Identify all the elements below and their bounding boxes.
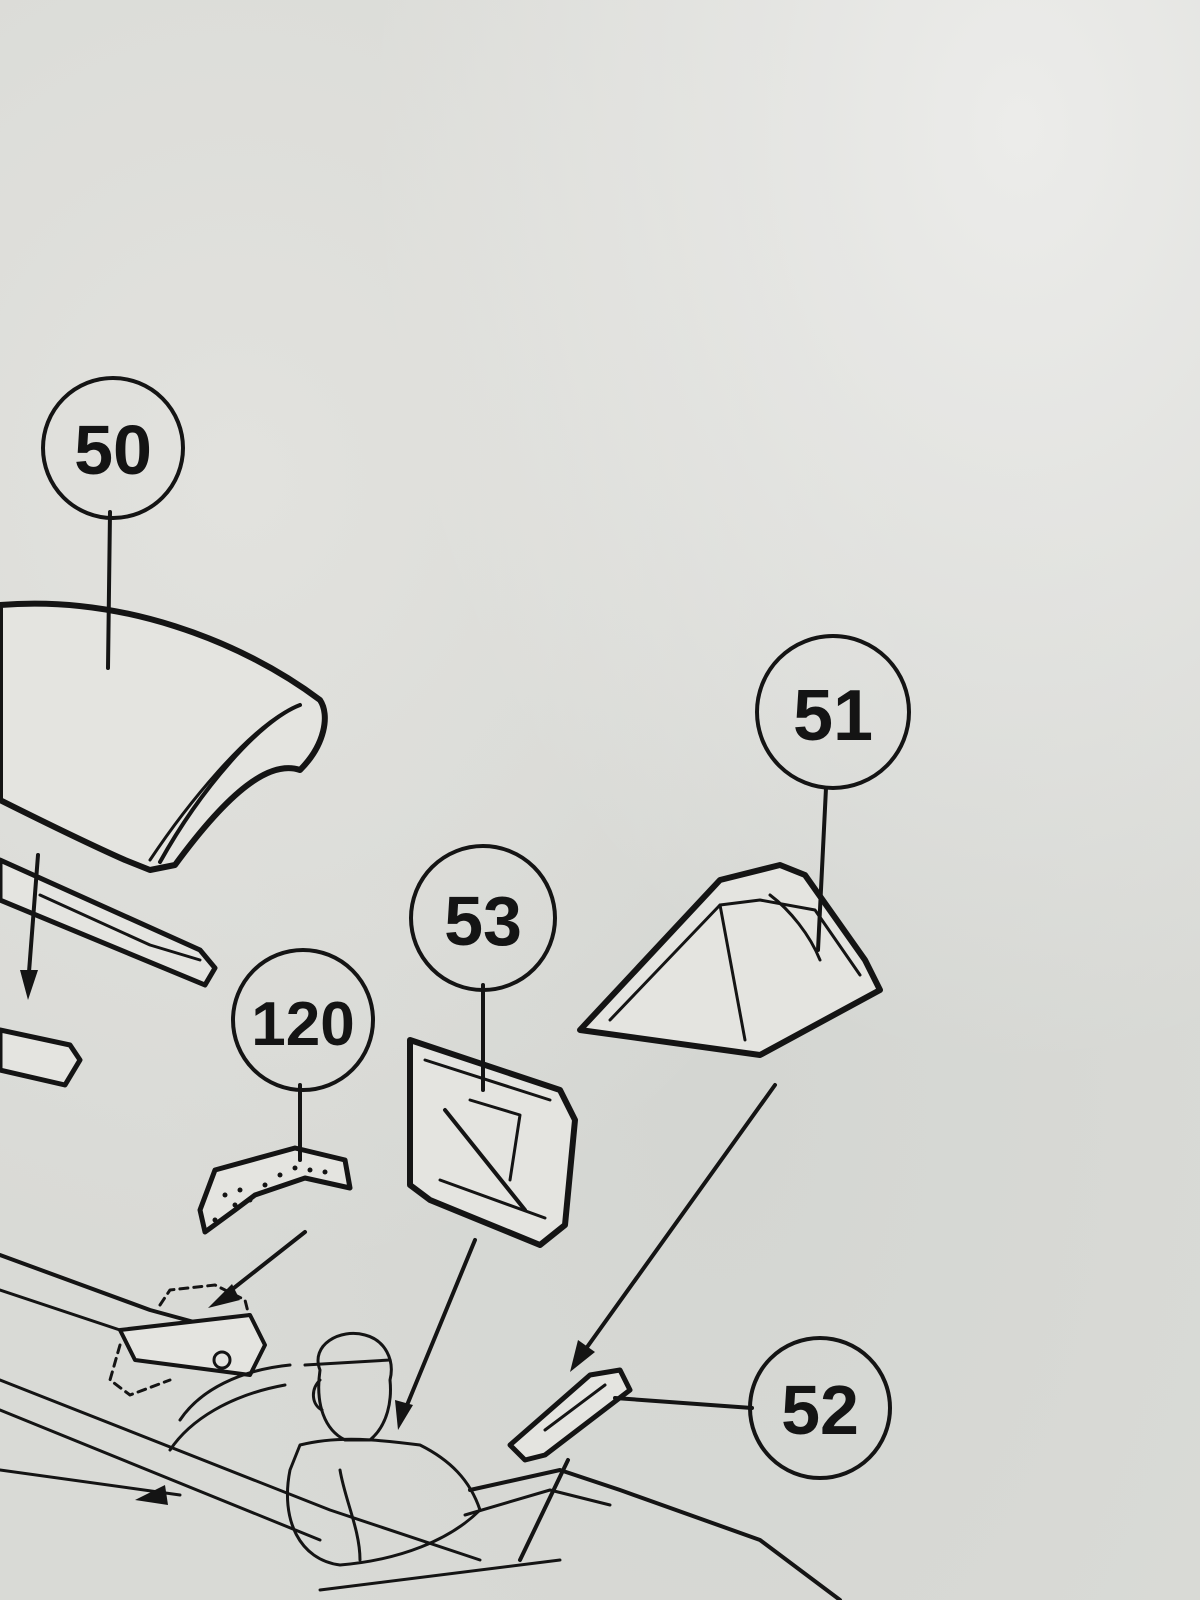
part-53-arrow (395, 1238, 477, 1430)
callout-52: 52 (781, 1371, 859, 1449)
part-50-canopy-section (0, 600, 328, 873)
canopy-rail (0, 857, 218, 988)
part-51-leader: 51 (755, 634, 911, 952)
pilot-figure (168, 1332, 482, 1567)
part-120-leader: 120 (231, 948, 375, 1162)
part-53-seat-armor (407, 1037, 578, 1248)
callout-51: 51 (793, 676, 873, 756)
part-52-arrow (518, 1458, 570, 1562)
callout-120: 120 (251, 990, 354, 1059)
down-arrow (20, 853, 40, 1000)
part-53-leader: 53 (409, 844, 557, 1092)
part-51-windscreen (577, 862, 883, 1058)
callout-50: 50 (74, 411, 152, 489)
callout-53: 53 (444, 882, 522, 960)
part-120-bracket (197, 1145, 353, 1235)
canopy-rail-lower (0, 1027, 83, 1088)
headrest-dashed (108, 1283, 267, 1397)
part-51-arrow (570, 1083, 777, 1372)
part-52-leader: 52 (613, 1336, 892, 1480)
part-52-gunsight (507, 1367, 633, 1463)
part-50-leader: 50 (41, 376, 185, 670)
part-120-arrow (208, 1230, 307, 1308)
